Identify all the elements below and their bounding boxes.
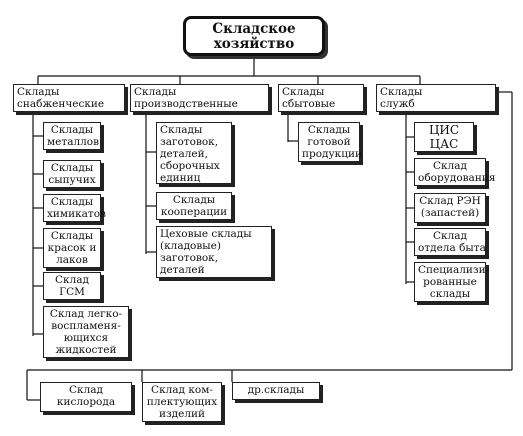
supply-chemicals: Склады химикатов — [43, 194, 106, 222]
supply-paints: Склады красок и лаков — [43, 228, 101, 268]
bottom-other: др.склады — [232, 382, 320, 400]
services-equipment: Склад оборудования — [414, 158, 495, 186]
category-services: Склады служб — [376, 84, 496, 112]
production-parts: Склады заготовок, деталей, сборочных еди… — [156, 122, 232, 184]
bottom-components: Склад ком- плектующих изделий — [142, 382, 222, 422]
services-ren: Склад РЭН (запастей) — [414, 193, 486, 223]
category-supply: Склады снабженческие — [13, 84, 125, 112]
sales-finished-goods: Склады готовой продукции — [298, 122, 362, 162]
production-shop-storerooms: Цеховые склады (кладовые) заготовок, дет… — [156, 226, 272, 278]
services-household: Склад отдела быта — [414, 228, 486, 256]
category-production: Склады производственные — [130, 84, 269, 112]
supply-fuel: Склад ГСМ — [43, 272, 101, 300]
services-cis-cas: ЦИС ЦАС — [414, 122, 474, 152]
supply-flammable-liquids: Склад легко- воспламеня- ющихся жидкосте… — [43, 306, 129, 358]
root-node: Складское хозяйство — [183, 16, 325, 56]
production-cooperation: Склады кооперации — [156, 192, 232, 220]
services-specialized: Специализи- рованные склады — [414, 262, 489, 302]
category-sales: Склады сбытовые — [278, 84, 364, 112]
supply-metals: Склады металлов — [43, 122, 101, 150]
bottom-oxygen: Склад кислорода — [40, 382, 132, 412]
supply-bulk: Склады сыпучих — [43, 160, 101, 188]
